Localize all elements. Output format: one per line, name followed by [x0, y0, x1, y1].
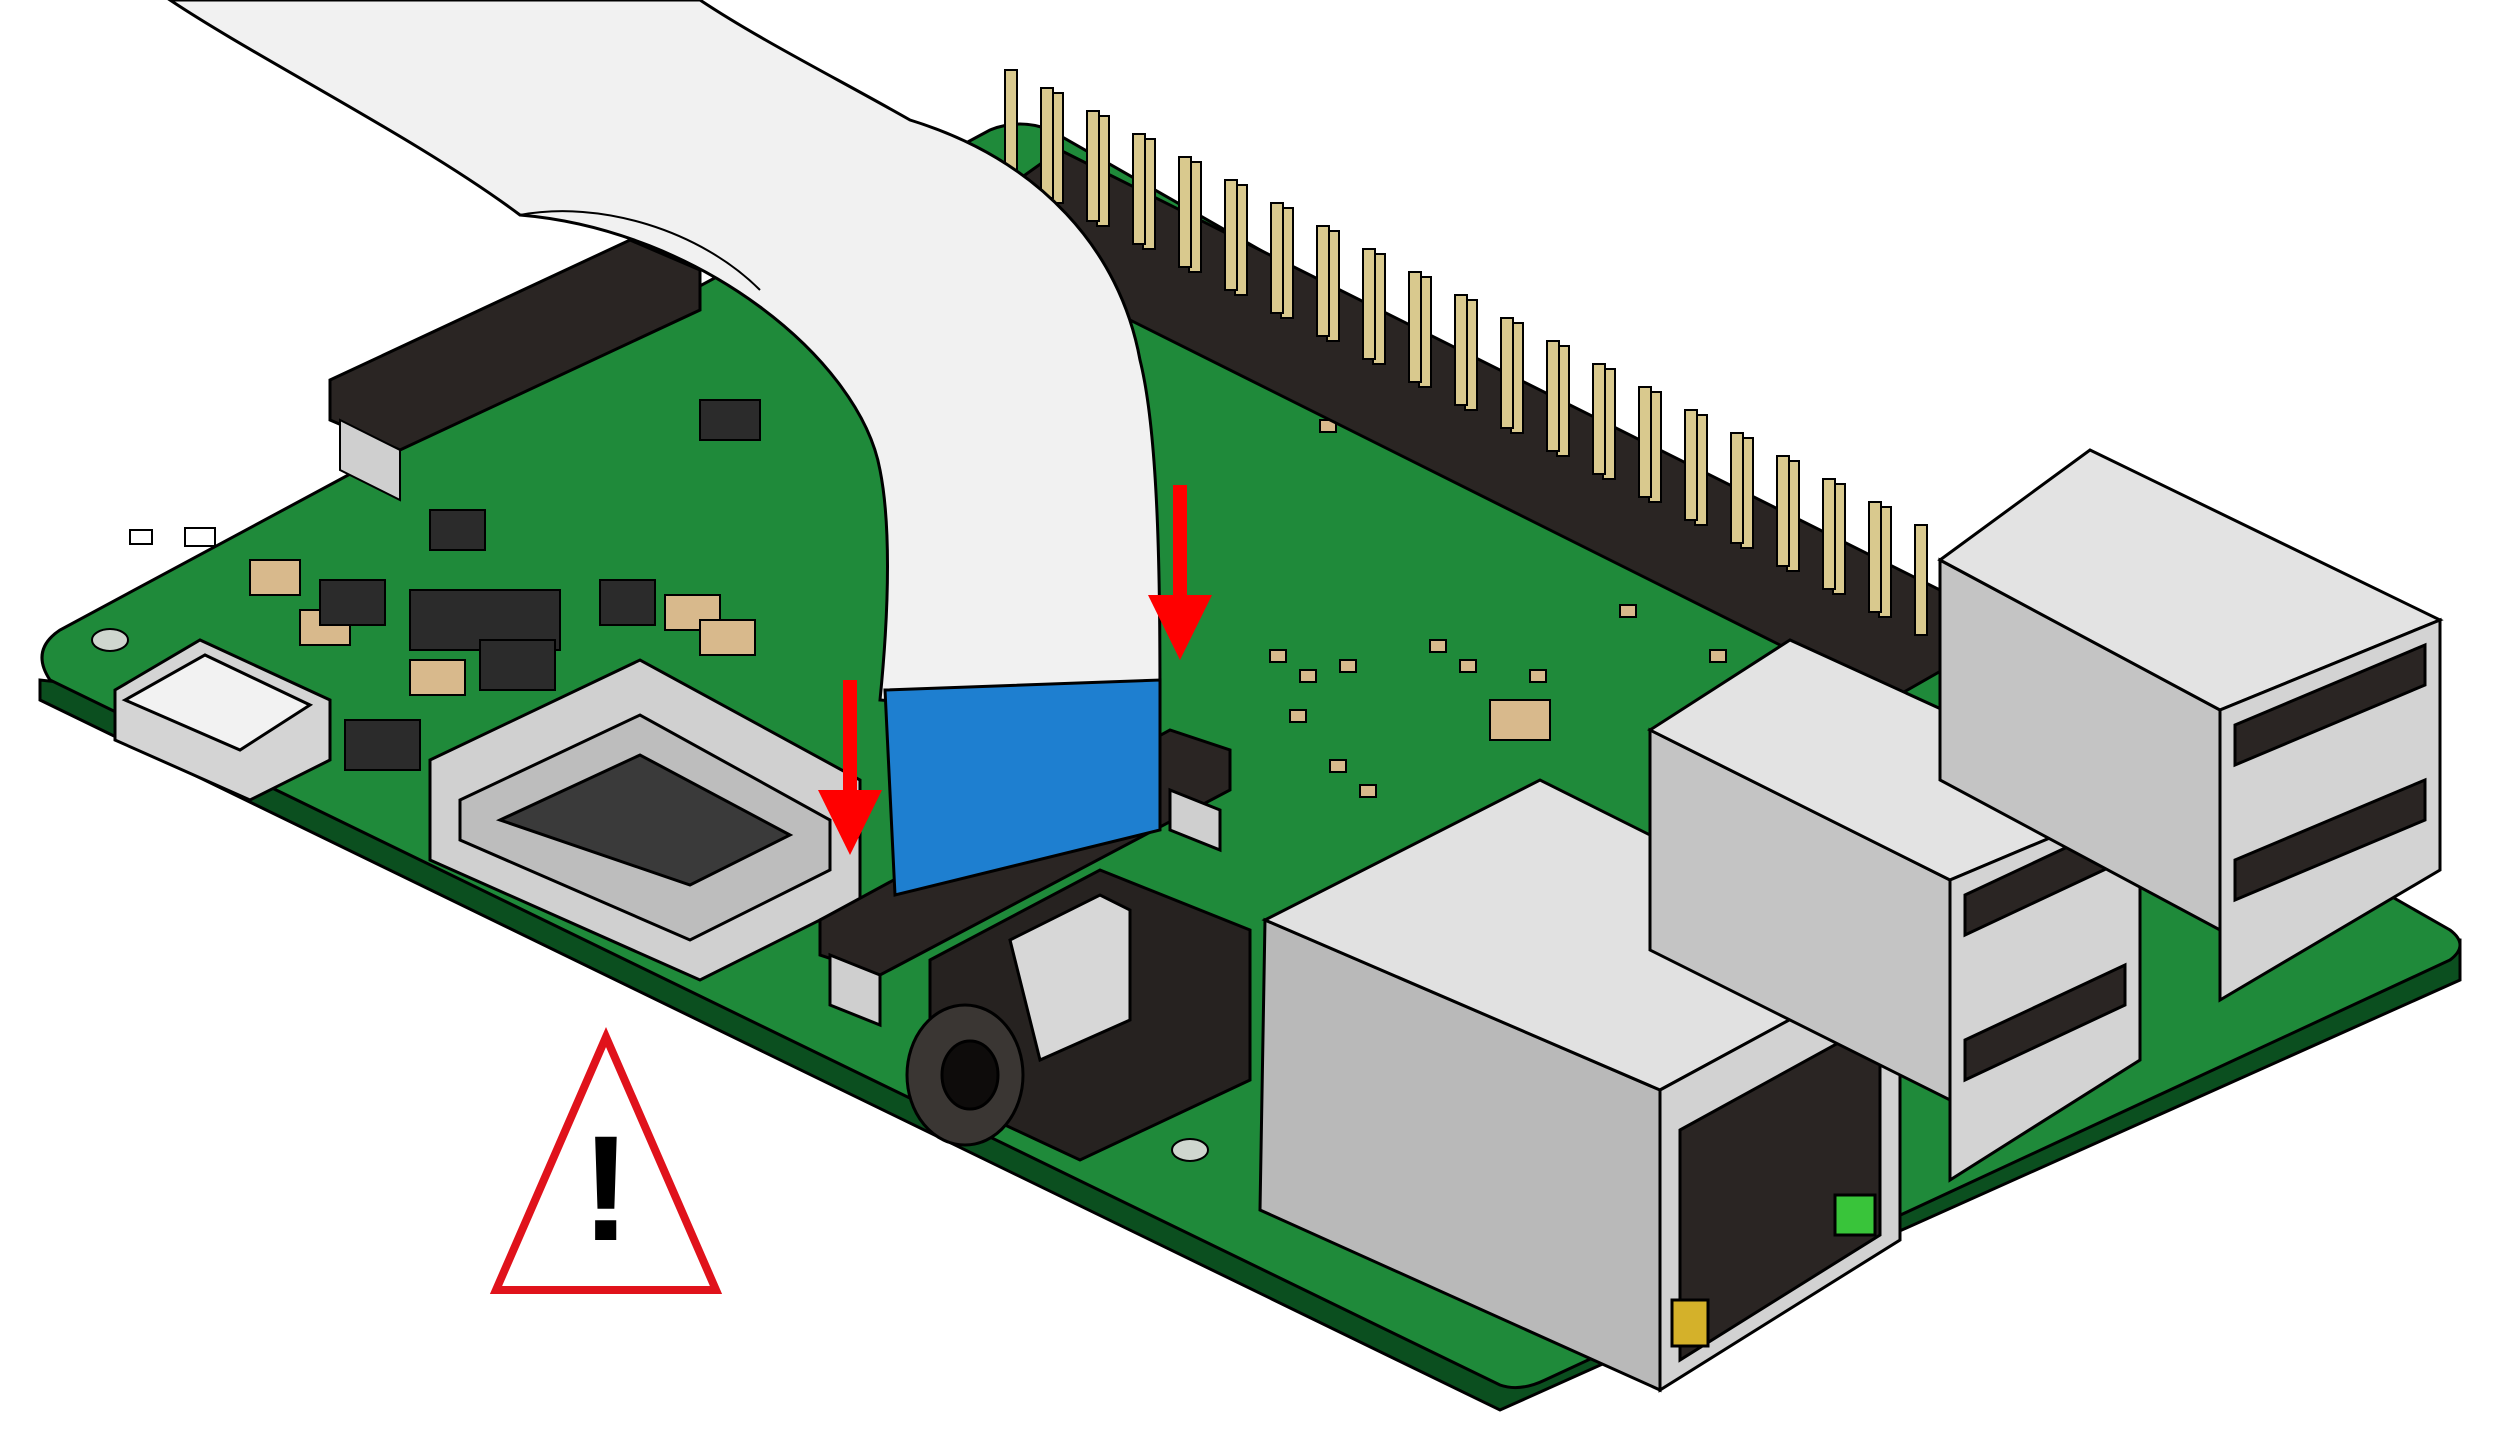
- ribbon-cable-fold: [519, 210, 761, 291]
- gpio-pin: [1040, 87, 1054, 199]
- camera-ribbon-cable: [167, 0, 1162, 897]
- usb-port-stack-right: [1937, 448, 2444, 1003]
- gpio-pin: [1178, 156, 1192, 268]
- warning-triangle-icon: !: [489, 1026, 723, 1294]
- gpio-pin: [1868, 501, 1882, 613]
- gpio-pin: [1822, 478, 1836, 590]
- smd-capacitor: [249, 559, 301, 596]
- audio-jack-bracket: [1008, 893, 1132, 1063]
- gpio-pin: [1730, 432, 1744, 544]
- gpio-pin: [1224, 179, 1238, 291]
- smd-chip: [479, 639, 556, 691]
- usb-slot-lower: [2233, 777, 2427, 903]
- smd-chip: [599, 579, 656, 626]
- smd-chip: [699, 399, 761, 441]
- audio-jack: [905, 868, 1252, 1162]
- smd-resistor: [1339, 659, 1357, 673]
- smd-resistor: [1529, 669, 1547, 683]
- gpio-pin: [1546, 340, 1560, 452]
- ethernet-port: [1258, 778, 1904, 1393]
- mounting-hole: [1171, 1138, 1209, 1162]
- smd-capacitor: [699, 619, 756, 656]
- ribbon-cable-body: [167, 0, 1162, 722]
- audio-jack-hole: [940, 1039, 1000, 1111]
- gpio-pin: [1684, 409, 1698, 521]
- csi-connector-latch-right: [1168, 787, 1222, 853]
- smd-resistor: [1289, 709, 1307, 723]
- gpio-pin: [1592, 363, 1606, 475]
- smd-resistor: [129, 529, 153, 545]
- smd-resistor: [1709, 649, 1727, 663]
- hdmi-inner: [495, 753, 794, 887]
- gpio-pins: [1004, 69, 1928, 636]
- usb-slot-lower: [1963, 962, 2127, 1083]
- smd-resistor: [1269, 649, 1287, 663]
- smd-resistor: [1459, 659, 1477, 673]
- smd-chip: [429, 509, 486, 551]
- gpio-pin: [1500, 317, 1514, 429]
- smd-chip: [344, 719, 421, 771]
- gpio-pin: [1086, 110, 1100, 222]
- micro-usb-port: [113, 638, 332, 802]
- gpio-pin: [1132, 133, 1146, 245]
- micro-usb-opening: [121, 653, 314, 752]
- gpio-pin: [1270, 202, 1284, 314]
- csi-connector-latch-left: [828, 952, 882, 1028]
- ribbon-cable-tab: [883, 678, 1162, 897]
- hdmi-port: [428, 658, 862, 982]
- display-connector-latch: [339, 418, 401, 502]
- smd-capacitor: [1489, 699, 1551, 741]
- gpio-pin: [1316, 225, 1330, 337]
- ethernet-led-yellow: [1670, 1298, 1710, 1348]
- mounting-hole: [91, 628, 129, 652]
- smd-resistor: [1299, 669, 1317, 683]
- gpio-pin: [1914, 524, 1928, 636]
- smd-components: [129, 399, 1727, 798]
- gpio-pin: [1454, 294, 1468, 406]
- gpio-pin: [1362, 248, 1376, 360]
- down-arrow-icon: [818, 680, 882, 855]
- smd-resistor: [1429, 639, 1447, 653]
- ethernet-socket: [1678, 1017, 1882, 1363]
- smd-resistor: [184, 527, 216, 547]
- ethernet-led-green: [1833, 1193, 1877, 1237]
- gpio-pin: [1408, 271, 1422, 383]
- down-arrow-icon: [1148, 485, 1212, 660]
- gpio-pin: [1638, 386, 1652, 498]
- smd-resistor: [1619, 604, 1637, 618]
- smd-capacitor: [409, 659, 466, 696]
- smd-resistor: [1359, 784, 1377, 798]
- gpio-header: [988, 69, 1962, 702]
- warning-symbol: !: [581, 1104, 631, 1272]
- gpio-pin: [1776, 455, 1790, 567]
- insert-arrows: [818, 485, 1212, 855]
- smd-chip: [319, 579, 386, 626]
- usb-slot-upper: [2233, 642, 2427, 768]
- smd-resistor: [1329, 759, 1347, 773]
